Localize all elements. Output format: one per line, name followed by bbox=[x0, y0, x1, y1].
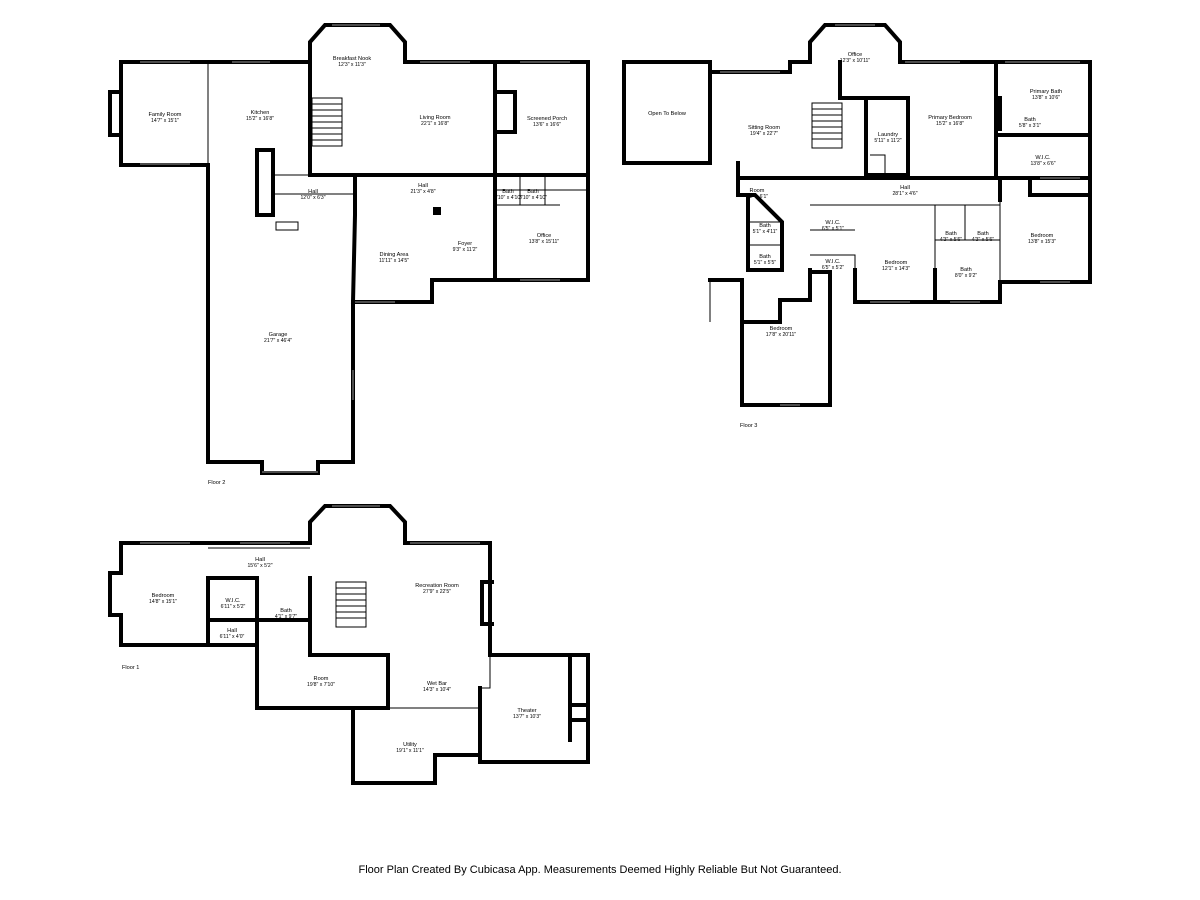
room-name: Bath bbox=[502, 189, 514, 195]
floor-1-plan bbox=[108, 504, 590, 785]
room-dims: 12'3" x 10'11" bbox=[840, 58, 871, 64]
room-dims: 14'7" x 15'1" bbox=[151, 118, 179, 124]
floor-1-labels: Hall 15'6" x 5'2" Bedroom 14'8" x 15'1" … bbox=[122, 557, 541, 754]
room-dims: 13'8" x 6'6" bbox=[1030, 161, 1055, 167]
room-name: Office bbox=[537, 233, 552, 239]
room-dims: 6'2" x 6'1" bbox=[746, 194, 768, 200]
room-name: Screened Porch bbox=[527, 116, 567, 122]
room-dims: 9'3" x 11'2" bbox=[453, 247, 478, 253]
room-name: Kitchen bbox=[251, 110, 270, 116]
room-dims: 3'10" x 4'10" bbox=[519, 195, 547, 201]
room-name: Theater bbox=[517, 708, 536, 714]
room-name: W.I.C. bbox=[825, 259, 841, 265]
room-name: W.I.C. bbox=[825, 220, 841, 226]
room-name: Hall bbox=[255, 557, 265, 563]
room-name: Bath bbox=[960, 267, 972, 273]
room-name: Bedroom bbox=[152, 593, 175, 599]
room-dims: 11'11" x 14'5" bbox=[379, 258, 409, 264]
room-name: W.I.C. bbox=[225, 598, 241, 604]
floor-3-plan bbox=[622, 23, 1092, 407]
room-name: Bath bbox=[759, 223, 771, 229]
room-dims: 6'11" x 4'0" bbox=[220, 634, 245, 640]
room-dims: 19'4" x 22'7" bbox=[750, 131, 778, 137]
room-dims: 12'1" x 14'3" bbox=[882, 266, 910, 272]
room-name: Bath bbox=[759, 254, 771, 260]
room-dims: 28'1" x 4'6" bbox=[892, 191, 917, 197]
room-name: Primary Bedroom bbox=[928, 115, 972, 121]
room-name: Dining Area bbox=[380, 252, 410, 258]
room-name: Bedroom bbox=[1031, 233, 1054, 239]
room-name: Sitting Room bbox=[748, 125, 780, 131]
room-dims: 13'8" x 15'11" bbox=[529, 239, 560, 245]
room-name: Bath bbox=[280, 608, 292, 614]
room-dims: 27'9" x 22'5" bbox=[423, 589, 451, 595]
room-name: Garage bbox=[269, 332, 288, 338]
room-name: Bedroom bbox=[770, 326, 793, 332]
room-name: Recreation Room bbox=[415, 583, 459, 589]
room-name: Foyer bbox=[458, 241, 472, 247]
room-dims: 21'7" x 46'4" bbox=[264, 338, 292, 344]
room-dims: 19'1" x 11'1" bbox=[396, 748, 424, 754]
room-name: Bath bbox=[977, 231, 989, 237]
room-name: Breakfast Nook bbox=[333, 56, 371, 62]
room-dims: 19'8" x 7'10" bbox=[307, 682, 335, 688]
room-name: Open To Below bbox=[648, 111, 687, 117]
floor-2-labels: Family Room 14'7" x 15'1" Kitchen 15'2" … bbox=[149, 56, 568, 486]
room-name: Primary Bath bbox=[1030, 89, 1062, 95]
floor-label: Floor 3 bbox=[740, 423, 757, 429]
room-dims: 6'11" x 5'2" bbox=[221, 604, 246, 610]
room-dims: 12'3" x 11'3" bbox=[338, 62, 366, 68]
room-dims: 6'5" x 5'2" bbox=[822, 265, 844, 271]
room-dims: 13'8" x 10'6" bbox=[1032, 95, 1060, 101]
room-dims: 14'8" x 15'1" bbox=[149, 599, 177, 605]
room-name: Room bbox=[750, 188, 765, 194]
room-name: Office bbox=[848, 52, 863, 58]
room-name: Hall bbox=[308, 189, 318, 195]
room-dims: 13'6" x 16'6" bbox=[533, 122, 561, 128]
room-name: Bath bbox=[527, 189, 539, 195]
room-name: Laundry bbox=[878, 132, 898, 138]
floor-label: Floor 2 bbox=[208, 480, 225, 486]
room-dims: 13'7" x 10'3" bbox=[513, 714, 541, 720]
room-dims: 14'3" x 10'4" bbox=[423, 687, 451, 693]
room-dims: 3'10" x 4'10" bbox=[494, 195, 522, 201]
room-name: Hall bbox=[227, 628, 237, 634]
room-name: Wet Bar bbox=[427, 681, 447, 687]
room-dims: 21'3" x 4'8" bbox=[410, 189, 435, 195]
room-dims: 15'2" x 16'8" bbox=[246, 116, 274, 122]
room-dims: 22'1" x 16'8" bbox=[421, 121, 449, 127]
room-name: Family Room bbox=[149, 112, 182, 118]
room-name: Bath bbox=[1024, 117, 1036, 123]
room-dims: 15'2" x 16'8" bbox=[936, 121, 964, 127]
room-dims: 4'1" x 9'7" bbox=[275, 614, 297, 620]
room-dims: 13'8" x 15'3" bbox=[1028, 239, 1056, 245]
room-name: Living Room bbox=[419, 115, 450, 121]
room-name: Bedroom bbox=[885, 260, 908, 266]
room-dims: 8'0" x 9'2" bbox=[955, 273, 977, 279]
room-name: Utility bbox=[403, 742, 417, 748]
room-dims: 5'1" x 4'11" bbox=[753, 229, 778, 235]
floor-label: Floor 1 bbox=[122, 665, 139, 671]
room-name: Hall bbox=[900, 185, 910, 191]
room-name: Room bbox=[314, 676, 329, 682]
footer-caption: Floor Plan Created By Cubicasa App. Meas… bbox=[358, 864, 841, 876]
floor-2-plan bbox=[108, 23, 590, 475]
floor-3-labels: Open To Below Office 12'3" x 10'11" Sitt… bbox=[648, 52, 1062, 429]
room-name: Bath bbox=[945, 231, 957, 237]
room-dims: 6'5" x 5'1" bbox=[822, 226, 844, 232]
room-dims: 15'6" x 5'2" bbox=[247, 563, 272, 569]
room-dims: 5'8" x 3'1" bbox=[1019, 123, 1041, 129]
room-name: Hall bbox=[418, 183, 428, 189]
room-dims: 4'3" x 5'6" bbox=[940, 237, 962, 243]
room-dims: 12'0" x 6'3" bbox=[300, 195, 325, 201]
room-dims: 5'11" x 11'2" bbox=[874, 138, 901, 144]
room-name: W.I.C. bbox=[1035, 155, 1051, 161]
room-dims: 5'1" x 5'5" bbox=[754, 260, 776, 266]
room-dims: 17'8" x 20'11" bbox=[766, 332, 797, 338]
room-dims: 4'3" x 5'6" bbox=[972, 237, 994, 243]
